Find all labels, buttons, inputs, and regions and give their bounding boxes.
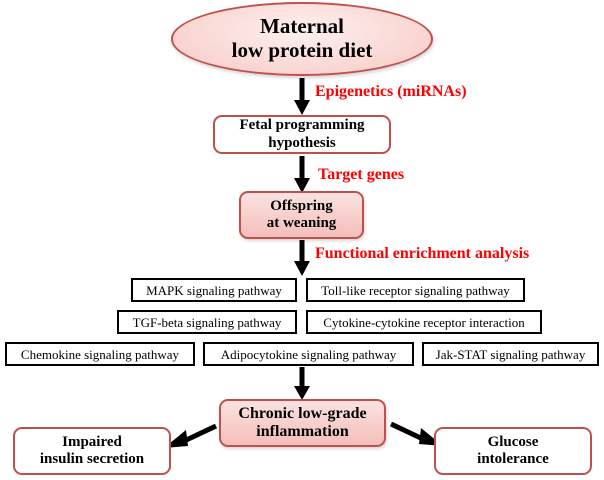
pathway-box-chemokine: Chemokine signaling pathway (5, 342, 195, 366)
node-maternal-low-protein-diet: Maternal low protein diet (171, 2, 433, 76)
node-label-line1: Maternal (260, 14, 344, 39)
pathway-box-tgf-beta: TGF-beta signaling pathway (117, 310, 297, 334)
pathway-box-mapk: MAPK signaling pathway (131, 278, 297, 302)
pathway-box-jak-stat: Jak-STAT signaling pathway (422, 342, 599, 366)
arrow-offspring-to-pathways (294, 240, 310, 277)
node-label: Impaired insulin secretion (40, 434, 144, 469)
node-label-line2: inflammation (256, 423, 349, 440)
edge-label-epigenetics: Epigenetics (miRNAs) (315, 83, 467, 100)
node-label-line1: Impaired (62, 433, 122, 450)
node-label-line1: Glucose (487, 433, 539, 450)
pathway-label: Jak-STAT signaling pathway (435, 346, 586, 362)
node-offspring-at-weaning: Offspring at weaning (239, 191, 364, 239)
node-label-line1: Offspring (270, 197, 333, 214)
pathway-label: Chemokine signaling pathway (20, 346, 180, 362)
node-label-line2: at weaning (266, 215, 337, 231)
pathway-label: Toll-like receptor signaling pathway (321, 282, 510, 298)
node-label: Glucose intolerance (477, 434, 549, 469)
node-label: Chronic low-grade inflammation (238, 405, 366, 442)
edge-label-functional-enrichment: Functional enrichment analysis (315, 245, 530, 262)
pathway-box-cytokine-cytokine: Cytokine-cytokine receptor interaction (306, 310, 542, 334)
node-label: Maternal low protein diet (232, 15, 373, 62)
pathway-label: TGF-beta signaling pathway (132, 314, 282, 330)
pathway-box-toll-like-receptor: Toll-like receptor signaling pathway (306, 278, 525, 302)
arrow-diet-to-fetal (294, 78, 310, 116)
node-label-line1: Chronic low-grade (238, 404, 367, 422)
pathway-label: Cytokine-cytokine receptor interaction (323, 314, 525, 330)
arrow-pathways-to-inflammation (294, 367, 310, 401)
node-label-line2: intolerance (477, 451, 549, 467)
node-glucose-intolerance: Glucose intolerance (434, 427, 592, 475)
node-label-line1: Fetal programming (239, 117, 365, 134)
node-label-line2: insulin secretion (39, 451, 145, 467)
node-label-line2: hypothesis (268, 134, 336, 151)
node-label-line2: low protein diet (231, 38, 373, 62)
pathway-box-adipocytokine: Adipocytokine signaling pathway (203, 342, 414, 366)
pathway-label: Adipocytokine signaling pathway (220, 346, 397, 362)
edge-label-target-genes: Target genes (318, 166, 405, 183)
node-impaired-insulin-secretion: Impaired insulin secretion (13, 427, 171, 475)
pathway-label: MAPK signaling pathway (146, 282, 282, 298)
node-label: Offspring at weaning (267, 198, 337, 233)
node-chronic-low-grade-inflammation: Chronic low-grade inflammation (219, 399, 386, 447)
node-fetal-programming-hypothesis: Fetal programming hypothesis (213, 115, 391, 154)
node-label: Fetal programming hypothesis (239, 117, 364, 152)
arrow-fetal-to-offspring (294, 156, 310, 194)
